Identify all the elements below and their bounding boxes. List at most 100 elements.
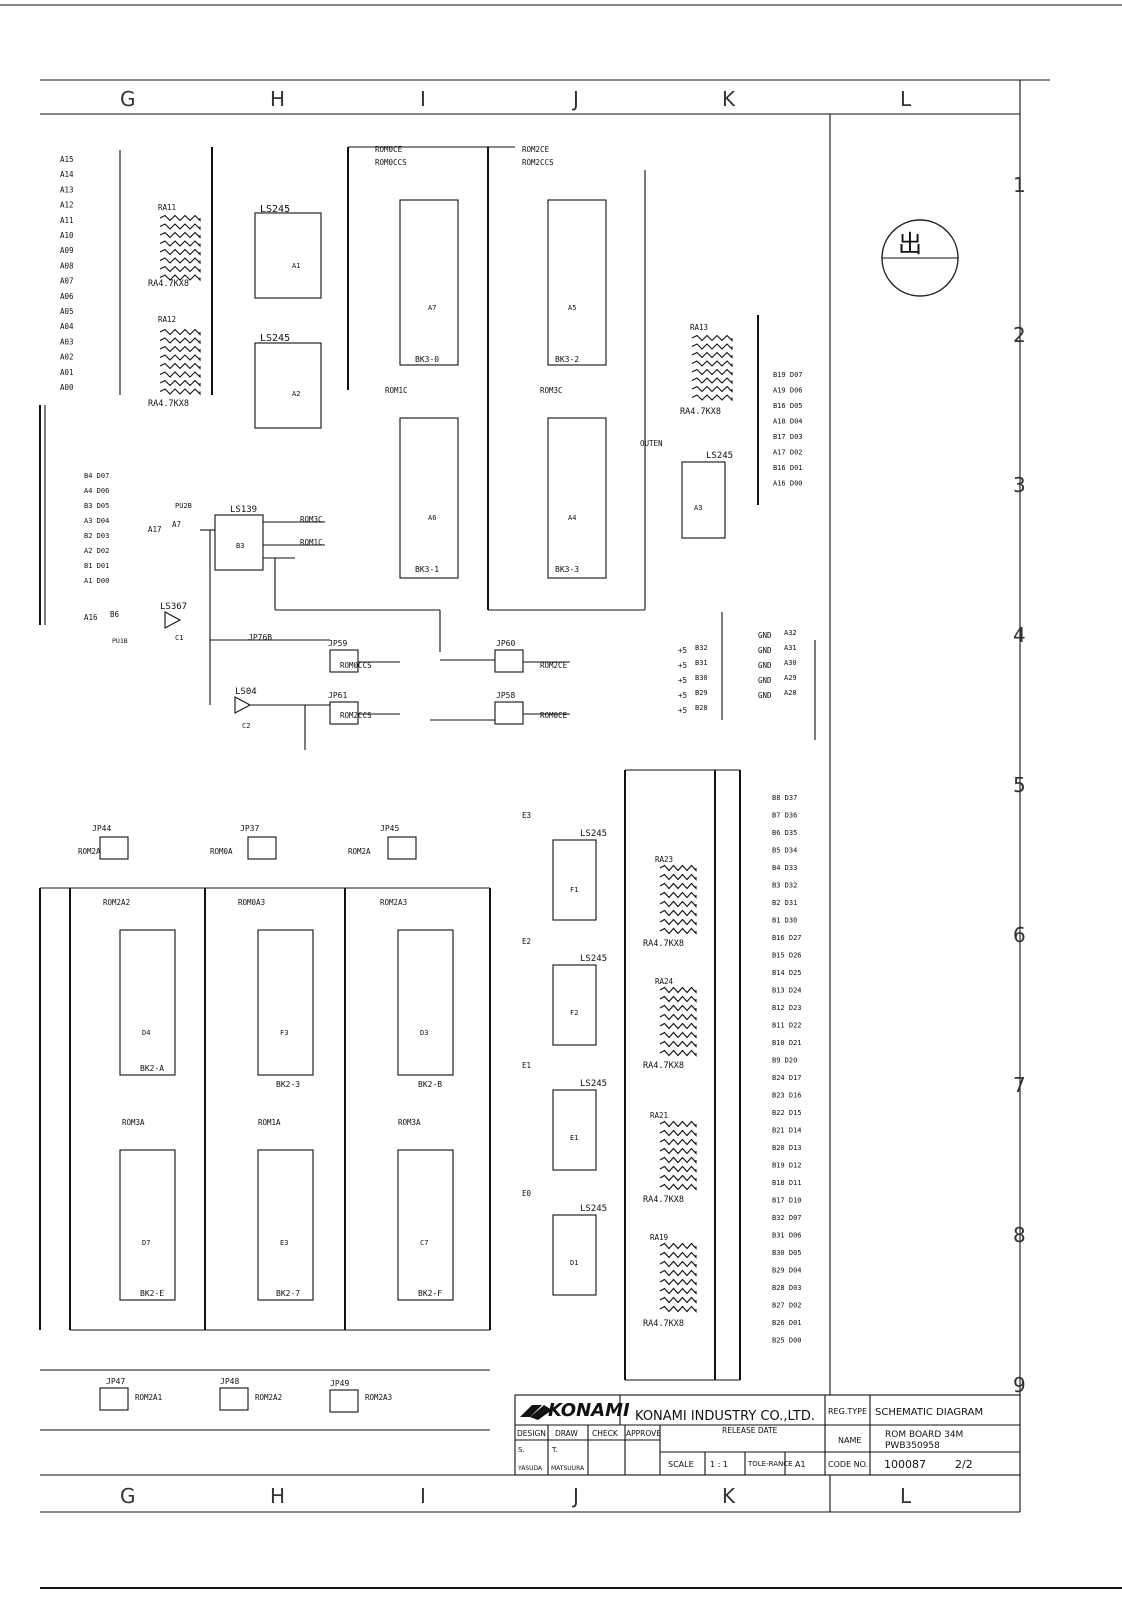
component-label-ra11: RA11 [158, 203, 176, 212]
resistor-symbol [691, 368, 733, 376]
p3-data-pin-label: B16 D05 [773, 402, 803, 410]
resistor-symbol [691, 351, 733, 359]
address-pin-label: A15 [60, 155, 74, 164]
p4-pin-label: B32 D07 [772, 1214, 802, 1222]
net-label-e2: E2 [522, 937, 531, 946]
row-label: 2 [1013, 323, 1026, 347]
p4-pin-label: B14 D25 [772, 969, 802, 977]
column-label-top: K [722, 87, 736, 111]
address-pin-label: A06 [60, 292, 74, 301]
component-label-ls04: LS04 [235, 687, 257, 697]
p4-pin-label: B10 D21 [772, 1039, 802, 1047]
p3-data-pin-label: B3 D05 [84, 502, 109, 510]
company-name: KONAMI INDUSTRY CO.,LTD. [635, 1409, 815, 1424]
resistor-symbol [659, 1269, 697, 1277]
p4-pin-label: B27 D02 [772, 1302, 802, 1310]
p4-pin-label: B2 D31 [772, 899, 797, 907]
column-label-top: J [571, 87, 579, 111]
net-label-rom0ccs: ROM0CCS [375, 158, 407, 167]
resistor-symbol [659, 1120, 697, 1128]
resistor-symbol [691, 394, 733, 402]
net-label-rom2a: ROM2A [348, 847, 371, 856]
p4-pin-label: B5 D34 [772, 847, 797, 855]
resistor-symbol [659, 1305, 697, 1313]
plus5-label: +5 [678, 661, 687, 670]
p4-pin-label: B25 D00 [772, 1337, 802, 1345]
address-pin-label: A05 [60, 307, 74, 316]
plus5-pin-label: B30 [695, 674, 708, 682]
approval-stamp-text: 出 [898, 230, 922, 258]
net-label-rom3a: ROM3A [398, 1118, 421, 1127]
resistor-symbol [159, 265, 201, 273]
column-label-bottom: H [270, 1484, 285, 1508]
component-label-f3: F3 [280, 1029, 288, 1037]
component-label-ra12: RA12 [158, 315, 176, 324]
component-label-d1: D1 [570, 1259, 578, 1267]
name-label: NAME [838, 1436, 861, 1445]
jumper-label: JP45 [380, 824, 399, 833]
scale-label: SCALE [668, 1460, 694, 1469]
resistor-symbol [659, 1040, 697, 1048]
net-label-rom1a: ROM1A [258, 1118, 281, 1127]
plus5-label: +5 [678, 646, 687, 655]
component-label-ls245: LS245 [580, 954, 607, 964]
p3-data-pin-label: A19 D06 [773, 387, 803, 395]
resistor-symbol [659, 986, 697, 994]
jumper-label: JP47 [106, 1377, 125, 1386]
resistor-symbol [159, 231, 201, 239]
net-label-a17: A17 [148, 525, 162, 534]
row-label: 8 [1013, 1223, 1026, 1247]
resistor-symbol [691, 385, 733, 393]
konami-logo-text: KONAMI [548, 1400, 630, 1421]
address-pin-label: A09 [60, 246, 74, 255]
column-label-bottom: L [900, 1484, 912, 1508]
net-label-rom2a: ROM2A [78, 847, 101, 856]
p3-data-pin-label: B4 D07 [84, 472, 109, 480]
reg-type-label: REG.TYPE [828, 1407, 867, 1416]
p4-pin-label: B21 D14 [772, 1127, 802, 1135]
net-label-rom2a3: ROM2A3 [380, 898, 407, 907]
net-label-e1: E1 [522, 1061, 531, 1070]
address-pin-label: A13 [60, 185, 74, 194]
resistor-symbol [659, 1138, 697, 1146]
component-label-b3: B3 [236, 542, 244, 550]
resistor-symbol [659, 1287, 697, 1295]
net-label-e3: E3 [522, 811, 531, 820]
p4-pin-label: B9 D20 [772, 1057, 797, 1065]
resistor-symbol [659, 1013, 697, 1021]
resistor-symbol [659, 1296, 697, 1304]
sheet-size: A1 [795, 1460, 806, 1469]
component-label-ls245: LS245 [260, 204, 290, 215]
address-pin-label: A04 [60, 322, 74, 331]
net-label-rom3c: ROM3C [540, 386, 563, 395]
p4-pin-label: B3 D32 [772, 882, 797, 890]
net-label-e0: E0 [522, 1189, 532, 1198]
net-label-rom0a: ROM0A [210, 847, 233, 856]
column-label-top: L [900, 87, 912, 111]
net-label-rom0ce: ROM0CE [375, 145, 403, 154]
plus5-pin-label: B29 [695, 689, 708, 697]
component-label-f2: F2 [570, 1009, 578, 1017]
resistor-symbol [159, 274, 201, 282]
column-label-top: H [270, 87, 285, 111]
jumper-label: JP61 [328, 691, 347, 700]
address-pin-label: A10 [60, 231, 74, 240]
p4-pin-label: B7 D36 [772, 812, 797, 820]
component-label-e3: E3 [280, 1239, 288, 1247]
component-label-bk3-0: BK3-0 [415, 355, 439, 364]
check-label: CHECK [592, 1429, 619, 1438]
p4-pin-label: B30 D05 [772, 1249, 802, 1257]
resistor-symbol [659, 1183, 697, 1191]
p4-pin-label: B4 D33 [772, 864, 797, 872]
draw-label: DRAW [555, 1429, 578, 1438]
component-label-c1: C1 [175, 634, 183, 642]
resistor-symbol [659, 891, 697, 899]
net-label-a16: A16 [84, 613, 98, 622]
column-label-bottom: I [420, 1484, 426, 1508]
reg-type-value: SCHEMATIC DIAGRAM [875, 1407, 983, 1418]
jumper-label: JP37 [240, 824, 259, 833]
drawer-initial: T. [551, 1446, 558, 1454]
jumper-label: JP59 [328, 639, 347, 648]
net-label-rom0ccs: ROM0CCS [340, 661, 372, 670]
resistor-symbol [159, 337, 201, 345]
